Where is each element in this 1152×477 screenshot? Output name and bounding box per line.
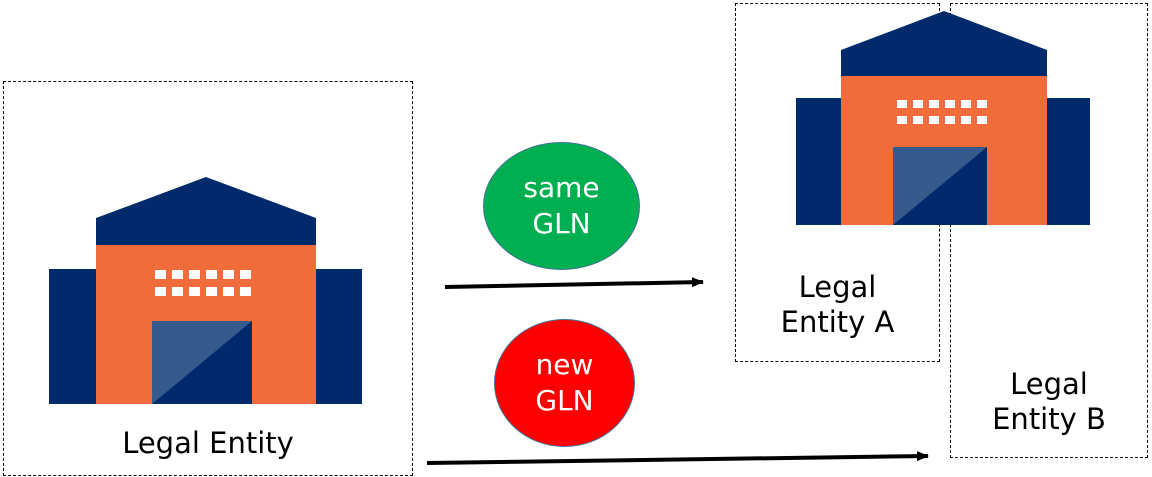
legal-entity-a-label: Legal Entity A	[735, 270, 940, 340]
legal-entity-label: Legal Entity	[122, 426, 294, 460]
legal-entity-a-label-line1: Legal	[798, 270, 877, 304]
new-gln-line1: new	[535, 347, 594, 381]
legal-entity-a-label-line2: Entity A	[780, 304, 895, 339]
new-gln-line2: GLN	[535, 384, 594, 417]
same-gln-line2: GLN	[532, 207, 591, 240]
legal-entity-b-label-line2: Entity B	[992, 401, 1106, 436]
same-gln-line1: same	[523, 170, 600, 204]
arrow-to-entity-b	[426, 451, 929, 465]
legal-entity-box	[3, 81, 413, 476]
building-icon	[49, 177, 362, 404]
legal-entity-b-box	[950, 3, 1148, 458]
building-icon	[796, 11, 1090, 225]
new-gln-badge: new GLN	[494, 319, 635, 447]
arrow-to-entity-a	[444, 277, 704, 289]
same-gln-badge: same GLN	[483, 142, 640, 270]
legal-entity-b-label: Legal Entity B	[950, 367, 1148, 437]
legal-entity-b-label-line1: Legal	[1010, 367, 1088, 401]
